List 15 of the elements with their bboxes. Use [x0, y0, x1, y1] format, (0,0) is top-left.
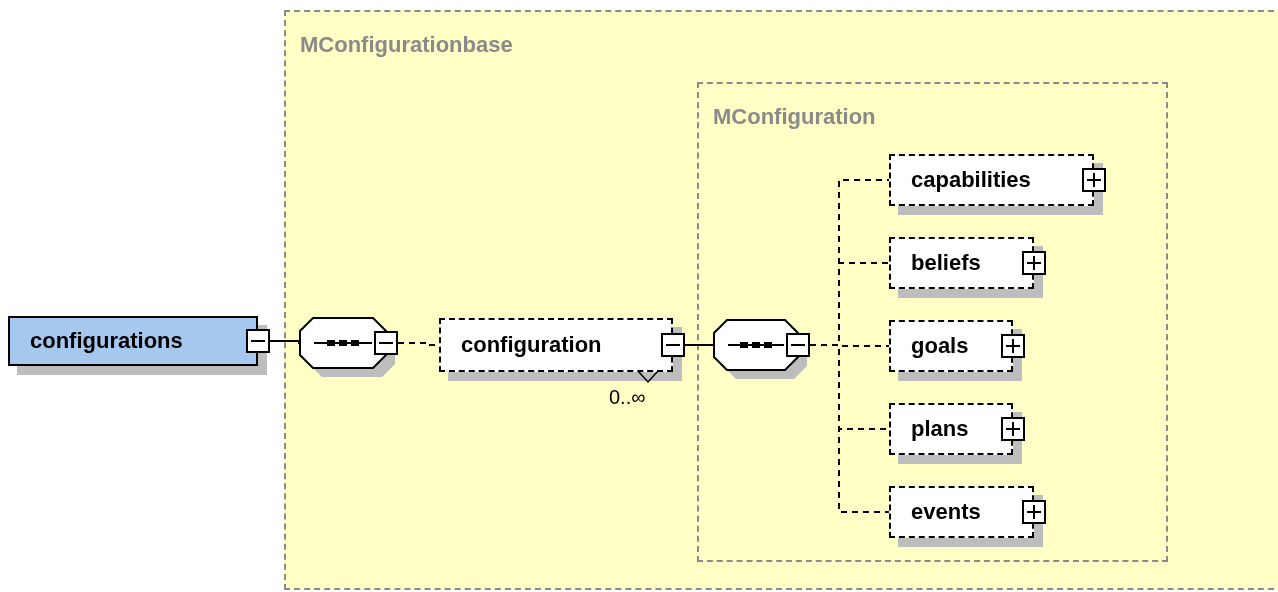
occurrence-label: 0..∞	[609, 386, 646, 409]
connector-line	[809, 344, 890, 513]
group-box	[284, 10, 1278, 590]
element-name: goals	[911, 333, 969, 359]
element-name: configurations	[30, 328, 183, 354]
group-box	[697, 82, 1168, 562]
group-title: MConfiguration	[713, 104, 876, 130]
element-name: events	[911, 499, 981, 525]
group-title: MConfigurationbase	[300, 32, 513, 58]
element-name: configuration	[461, 332, 602, 358]
element-name: capabilities	[911, 167, 1031, 193]
element-name: beliefs	[911, 250, 981, 276]
connector-line	[269, 340, 301, 344]
element-name: plans	[911, 416, 969, 442]
connector-line	[684, 344, 715, 346]
